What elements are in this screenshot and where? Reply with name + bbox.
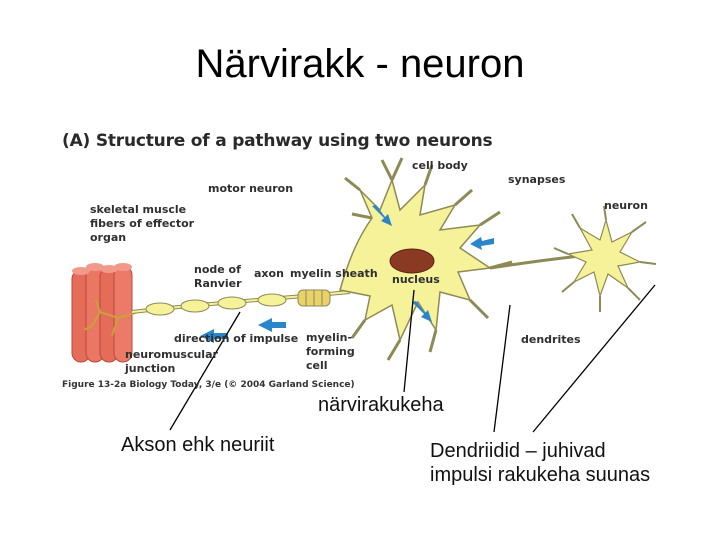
label-skeletal-muscle: skeletal muscle fibers of effector organ bbox=[90, 203, 195, 244]
label-axon: axon bbox=[254, 267, 284, 280]
impulse-arrows bbox=[200, 205, 494, 343]
figure-heading: (A) Structure of a pathway using two neu… bbox=[62, 131, 493, 151]
label-direction-of-impulse: direction of impulse bbox=[174, 332, 299, 345]
slide-title: Närvirakk - neuron bbox=[195, 42, 525, 86]
figure-caption: Figure 13-2a Biology Today, 3/e (© 2004 … bbox=[62, 380, 355, 390]
label-synapses: synapses bbox=[508, 173, 566, 186]
label-myelin-forming-cell: myelin- forming cell bbox=[306, 331, 355, 372]
label-cell-body: cell body bbox=[412, 159, 468, 172]
annotation-cell-body: närvirakukeha bbox=[318, 394, 444, 416]
label-nucleus: nucleus bbox=[392, 273, 440, 286]
label-dendrites: dendrites bbox=[521, 333, 581, 346]
label-neuromuscular-junction: neuromuscular junction bbox=[125, 348, 218, 375]
myelin-segments bbox=[145, 289, 331, 316]
skeletal-muscle-fibers bbox=[71, 263, 139, 363]
second-neuron bbox=[553, 205, 657, 312]
cell-body bbox=[339, 157, 513, 361]
annotation-dendrites: Dendriidid – juhivad impulsi rakukeha su… bbox=[430, 440, 651, 486]
annotation-axon: Akson ehk neuriit bbox=[121, 434, 275, 456]
label-motor-neuron: motor neuron bbox=[208, 182, 294, 195]
label-node-of-ranvier: node of Ranvier bbox=[194, 263, 242, 290]
annotation-lines bbox=[169, 284, 656, 433]
label-neuron: neuron bbox=[604, 199, 648, 212]
label-myelin-sheath: myelin sheath bbox=[290, 267, 378, 280]
